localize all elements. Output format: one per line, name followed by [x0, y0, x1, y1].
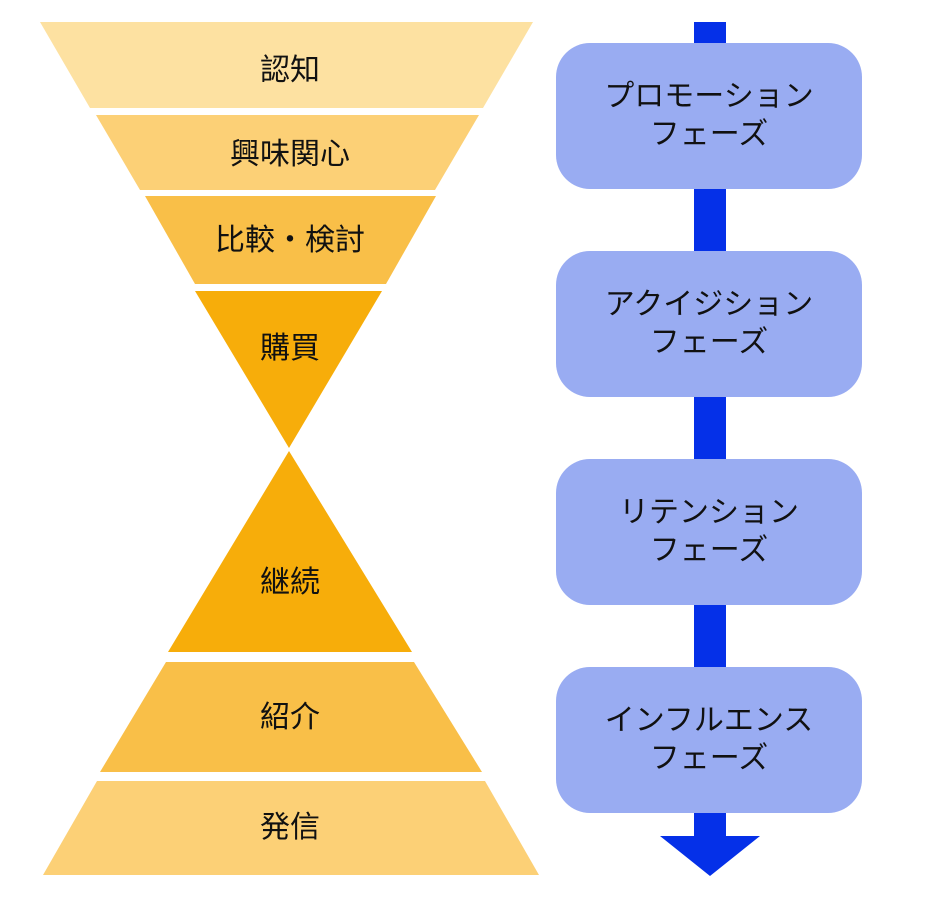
phase-subtitle: フェーズ [649, 117, 769, 152]
phase-title: インフルエンス [604, 703, 814, 738]
stage-label-comparison: 比較・検討 [215, 223, 365, 258]
stage-segment-awareness [40, 22, 533, 108]
stage-segment-purchase [195, 291, 382, 448]
stage-segment-dissemination [43, 781, 539, 875]
stage-segment-referral [100, 662, 482, 772]
stage-label-interest: 興味関心 [230, 137, 350, 172]
phase-box-acquisition: アクイジション フェーズ [556, 251, 862, 397]
phase-subtitle: フェーズ [649, 741, 769, 776]
phase-box-promotion: プロモーション フェーズ [556, 43, 862, 189]
stage-label-dissemination: 発信 [260, 810, 320, 845]
phase-subtitle: フェーズ [649, 325, 769, 360]
hourglass-funnel [40, 22, 539, 875]
stage-segment-comparison [145, 196, 436, 284]
stage-label-awareness: 認知 [260, 53, 320, 88]
stage-label-referral: 紹介 [260, 700, 320, 735]
flow-arrow-head-icon [660, 836, 760, 876]
stage-label-purchase: 購買 [260, 331, 320, 366]
phase-title: リテンション [619, 495, 799, 530]
stage-label-continuation: 継続 [260, 565, 320, 600]
phase-subtitle: フェーズ [649, 533, 769, 568]
phase-title: アクイジション [604, 287, 814, 322]
phase-box-influence: インフルエンス フェーズ [556, 667, 862, 813]
phase-box-retention: リテンション フェーズ [556, 459, 862, 605]
phase-title: プロモーション [604, 79, 814, 114]
stage-segment-continuation [168, 451, 412, 652]
stage-segment-interest [96, 115, 479, 190]
